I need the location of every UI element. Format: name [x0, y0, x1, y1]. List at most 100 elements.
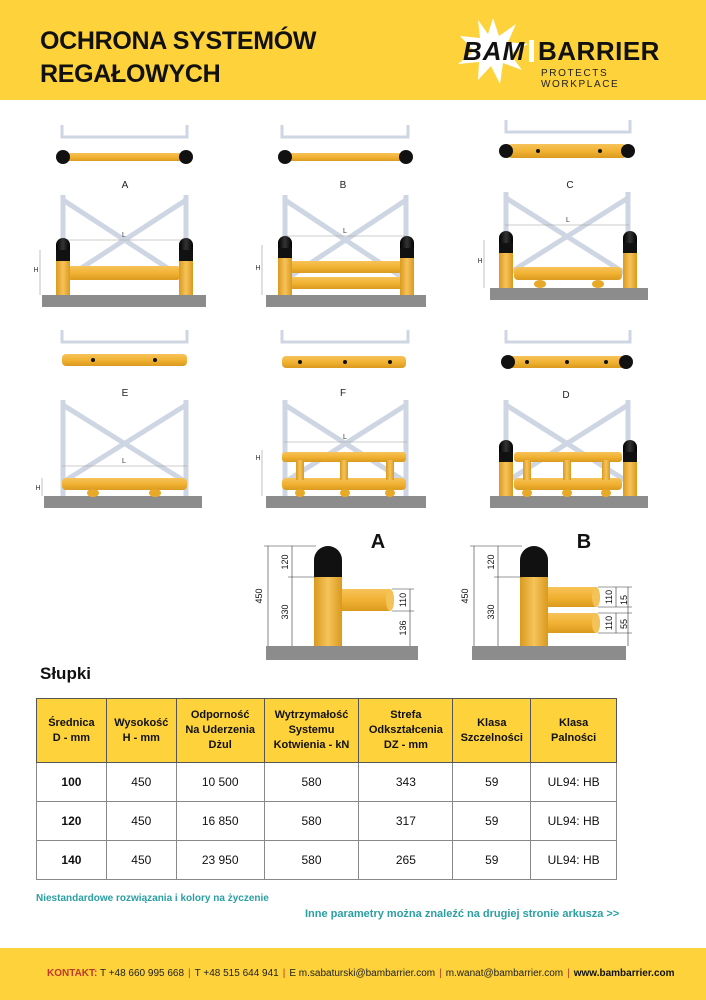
- dim-length-label: L: [122, 232, 126, 239]
- cell-tightness: 59: [452, 762, 532, 802]
- cell-deformation: 317: [358, 801, 454, 841]
- cell-anchor: 580: [263, 762, 360, 802]
- separator: |: [282, 968, 286, 979]
- separator: |: [439, 968, 442, 979]
- logo-tagline: PROTECTS WORKPLACE: [541, 68, 620, 90]
- cell-flammability: UL94: HB: [530, 801, 617, 841]
- variant-b-top-view: B: [278, 125, 413, 191]
- dim-height-label: H: [255, 455, 260, 462]
- dim-rail-2: 110: [604, 616, 614, 630]
- cell-deformation: 265: [358, 840, 454, 880]
- cell-tightness: 59: [452, 801, 532, 841]
- dim-lower: 330: [486, 604, 496, 619]
- section-title-posts: Słupki: [40, 664, 92, 683]
- cell-height: 450: [105, 801, 177, 841]
- dim-space-2: 55: [619, 619, 629, 629]
- dim-length-label: L: [122, 458, 126, 465]
- title-line-1: OCHRONA SYSTEMÓW: [40, 27, 317, 55]
- dim-length-label: L: [343, 434, 347, 441]
- variant-e-front-view: L H: [35, 400, 202, 508]
- cell-height: 450: [105, 762, 177, 802]
- dim-height-label: H: [255, 265, 260, 272]
- phone-2[interactable]: T +48 515 644 941: [194, 968, 279, 979]
- variant-d-front-view: [490, 400, 648, 508]
- page-footer: KONTAKT: T +48 660 995 668|T +48 515 644…: [0, 948, 706, 1000]
- cell-diameter: 140: [36, 840, 107, 880]
- variant-d-top-view: D: [501, 330, 633, 401]
- detail-b-cross-section: B 450 12: [460, 531, 632, 660]
- cell-height: 450: [105, 840, 177, 880]
- title-line-2: REGAŁOWYCH: [40, 60, 221, 88]
- dim-height-label: H: [477, 258, 482, 265]
- variant-c-front-view: L H: [477, 192, 648, 300]
- variant-a-top-view: A: [56, 125, 193, 191]
- logo-text-barrier: BARRIER: [538, 36, 660, 66]
- page-title: OCHRONA SYSTEMÓW REGAŁOWYCH: [40, 25, 317, 91]
- variant-f-front-view: L H: [255, 400, 426, 508]
- cell-impact: 16 850: [175, 801, 265, 841]
- cell-diameter: 120: [36, 801, 107, 841]
- separator: |: [567, 968, 570, 979]
- cell-flammability: UL94: HB: [530, 840, 617, 880]
- dim-height-label: H: [35, 485, 40, 492]
- brand-logo: BAM BARRIER PROTECTS WORKPLACE: [455, 18, 685, 90]
- phone-1[interactable]: T +48 660 995 668: [99, 968, 185, 979]
- barrier-diagrams: A B C L: [0, 100, 706, 660]
- dim-top: 120: [486, 554, 496, 569]
- dim-length-label: L: [566, 217, 570, 224]
- more-parameters-link[interactable]: Inne parametry można znaleźć na drugiej …: [305, 908, 620, 920]
- variant-letter: F: [340, 388, 346, 399]
- contact-label: KONTAKT:: [47, 968, 98, 979]
- dim-rail: 110: [398, 593, 408, 607]
- cell-deformation: 343: [358, 762, 454, 802]
- dim-space-1: 15: [619, 595, 629, 605]
- table-row: 120 450 16 850 580 317 59 UL94: HB: [36, 801, 617, 841]
- logo-text-bam: BAM: [463, 36, 526, 66]
- cell-anchor: 580: [263, 840, 360, 880]
- starburst-icon: [458, 18, 528, 84]
- variant-letter: A: [122, 180, 129, 191]
- variant-c-top-view: C: [499, 120, 635, 191]
- detail-letter: A: [371, 531, 385, 553]
- variant-letter: C: [566, 180, 573, 191]
- variant-letter: D: [562, 390, 569, 401]
- page-header: OCHRONA SYSTEMÓW REGAŁOWYCH BAM BARRIER …: [0, 0, 706, 100]
- variant-a-front-view: L H: [33, 195, 206, 307]
- cell-tightness: 59: [452, 840, 532, 880]
- detail-a-cross-section: A 450 120 330 110 136: [254, 531, 418, 660]
- contact-line: KONTAKT: T +48 660 995 668|T +48 515 644…: [47, 968, 675, 979]
- variant-letter: E: [122, 388, 129, 399]
- dim-rail-1: 110: [604, 590, 614, 604]
- separator: |: [188, 968, 191, 979]
- variant-letter: B: [340, 180, 347, 191]
- table-row: 100 450 10 500 580 343 59 UL94: HB: [36, 762, 617, 802]
- dim-height-label: H: [33, 267, 38, 274]
- cell-impact: 23 950: [175, 840, 265, 880]
- dim-gap: 136: [398, 620, 408, 635]
- variant-f-top-view: F: [280, 330, 410, 399]
- logo-separator: [529, 40, 534, 62]
- variant-b-front-view: L H: [255, 195, 426, 307]
- cell-flammability: UL94: HB: [530, 762, 617, 802]
- cell-impact: 10 500: [175, 762, 265, 802]
- email-2[interactable]: m.wanat@bambarrier.com: [445, 968, 564, 979]
- dim-lower: 330: [280, 604, 290, 619]
- email-1[interactable]: E m.sabaturski@bambarrier.com: [289, 968, 436, 979]
- website-link[interactable]: www.bambarrier.com: [573, 968, 675, 979]
- cell-anchor: 580: [263, 801, 360, 841]
- dim-total: 450: [254, 588, 264, 603]
- table-row: 140 450 23 950 580 265 59 UL94: HB: [36, 840, 617, 880]
- variant-e-top-view: E: [60, 330, 189, 399]
- cell-diameter: 100: [36, 762, 107, 802]
- dim-total: 450: [460, 588, 470, 603]
- dim-top: 120: [280, 554, 290, 569]
- detail-letter: B: [577, 531, 591, 553]
